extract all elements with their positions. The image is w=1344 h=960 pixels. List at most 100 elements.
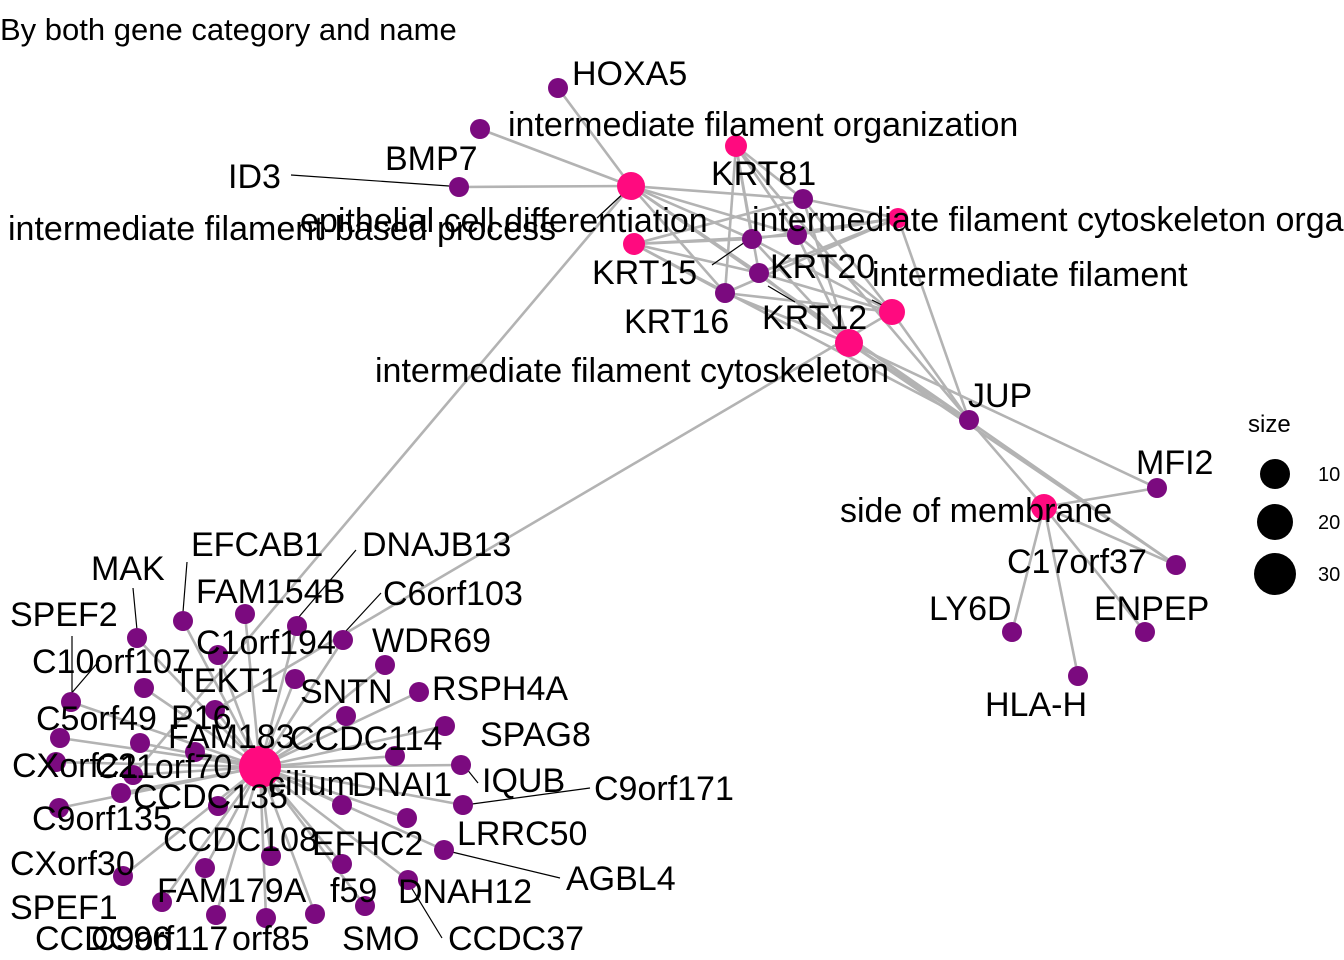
gene-node-ly6d bbox=[1002, 622, 1022, 642]
edge-intermediate-filament-cytoskeleton-krt20 bbox=[758, 271, 850, 345]
category-label-side-of-membrane: side of membrane bbox=[840, 492, 1112, 530]
gene-label-ly6d: LY6D bbox=[929, 590, 1012, 628]
gene-node-c10orf107 bbox=[134, 678, 154, 698]
gene-node-mak bbox=[127, 628, 147, 648]
gene-node-krt12 bbox=[787, 225, 807, 245]
legend-label-30: 30 bbox=[1318, 564, 1340, 586]
gene-label-enpep: ENPEP bbox=[1094, 590, 1209, 628]
leader-dnajb13 bbox=[297, 549, 357, 619]
leader-agbl4 bbox=[451, 851, 561, 879]
gene-label-lrrc50: LRRC50 bbox=[457, 815, 587, 853]
edge-intermediate-filament-based-process-krt20 bbox=[633, 242, 760, 275]
gene-label-f59: f59 bbox=[330, 872, 377, 910]
gene-label-c17orf37: C17orf37 bbox=[1007, 543, 1147, 581]
category-node-epithelial-cell-differentiation bbox=[617, 172, 645, 200]
edge-side-of-membrane-enpep bbox=[1042, 506, 1147, 633]
edge-side-of-membrane-c17orf37 bbox=[1043, 505, 1177, 567]
category-node-intermediate-filament bbox=[879, 299, 905, 325]
gene-label-krt20: KRT20 bbox=[770, 248, 875, 286]
gene-label-fam183: FAM183 bbox=[168, 718, 295, 756]
category-label-intermediate-filament-cytoskeleton-organization: intermediate filament cytoskeleton organ… bbox=[752, 201, 1344, 239]
gene-label-c10orf107: C10orf107 bbox=[32, 643, 191, 681]
leader-c9orf171 bbox=[471, 787, 591, 805]
legend-label-20: 20 bbox=[1318, 512, 1340, 534]
category-label-intermediate-filament-cytoskeleton: intermediate filament cytoskeleton bbox=[375, 352, 889, 390]
legend-title: size bbox=[1248, 411, 1291, 438]
gene-node-sntn bbox=[285, 669, 305, 689]
gene-label-c9orf135: C9orf135 bbox=[32, 800, 172, 838]
gene-node-lrrc50 bbox=[397, 808, 417, 828]
network-nodes bbox=[46, 78, 1186, 928]
label-leader-lines bbox=[69, 174, 889, 939]
category-node-intermediate-filament-organization bbox=[725, 135, 747, 157]
gene-label-dnai1: DNAI1 bbox=[352, 766, 452, 804]
gene-label-efcab1: EFCAB1 bbox=[191, 526, 323, 564]
gene-node-krt81 bbox=[793, 189, 813, 209]
category-label-cilium: cilium bbox=[268, 765, 355, 803]
gene-label-fam179a: FAM179A bbox=[157, 872, 307, 910]
edge-side-of-membrane-ly6d bbox=[1010, 506, 1046, 633]
size-legend: size 10 20 30 bbox=[1248, 411, 1340, 595]
edge-cilium-smo bbox=[258, 766, 367, 907]
legend-dot-30 bbox=[1254, 553, 1296, 595]
leader-ccdc37 bbox=[410, 886, 443, 939]
gene-node-ccdc135 bbox=[111, 783, 131, 803]
edge-cilium-efcab1 bbox=[181, 620, 262, 768]
gene-node-p16 bbox=[130, 733, 150, 753]
gene-label-orf85: orf85 bbox=[232, 920, 310, 958]
category-node-intermediate-filament-based-process bbox=[623, 233, 645, 255]
edge-cilium-spef1 bbox=[160, 766, 262, 903]
gene-label-spef1: SPEF1 bbox=[10, 889, 118, 927]
gene-node-iqub bbox=[451, 755, 471, 775]
leader-krt15 bbox=[711, 239, 749, 266]
gene-node-spef2 bbox=[61, 692, 81, 712]
edge-cilium-dnajb13 bbox=[258, 625, 299, 768]
edge-intermediate-filament-tekt1 bbox=[214, 310, 893, 712]
leader-id3 bbox=[290, 174, 450, 187]
category-node-intermediate-filament-cytoskeleton bbox=[835, 329, 863, 357]
gene-node-id3 bbox=[449, 177, 469, 197]
gene-label-fam154b: FAM154B bbox=[196, 573, 345, 611]
edge-intermediate-filament-krt81 bbox=[801, 198, 894, 313]
gene-node-fam179a bbox=[195, 858, 215, 878]
gene-node-f59 bbox=[261, 846, 281, 866]
gene-label-bmp7: BMP7 bbox=[385, 140, 478, 178]
gene-label-mak: MAK bbox=[91, 550, 165, 588]
gene-label-sntn: SNTN bbox=[300, 673, 393, 711]
edge-intermediate-filament-jup bbox=[890, 311, 971, 421]
gene-label-ccdc108: CCDC108 bbox=[163, 821, 318, 859]
gene-node-wdr69 bbox=[375, 655, 395, 675]
gene-label-rsph4a: RSPH4A bbox=[432, 670, 568, 708]
edge-intermediate-filament-krt15 bbox=[751, 237, 893, 314]
category-node-intermediate-filament-cytoskeleton-organization bbox=[888, 208, 908, 228]
network-edges bbox=[55, 87, 1177, 919]
gene-node-hoxa5 bbox=[548, 78, 568, 98]
edge-cilium-c5orf49 bbox=[59, 736, 261, 769]
gene-label-dnah12: DNAH12 bbox=[398, 873, 532, 911]
edge-intermediate-filament-cytoskeleton-krt12 bbox=[795, 234, 851, 344]
edge-cilium-cxorf22 bbox=[55, 760, 261, 769]
edge-cilium-rsph4a bbox=[259, 690, 420, 769]
gene-node-fam154b bbox=[235, 604, 255, 624]
edge-cilium-agbl4 bbox=[259, 765, 445, 852]
gene-node-ccdc108 bbox=[208, 796, 228, 816]
gene-label-krt16: KRT16 bbox=[624, 303, 729, 341]
leader-c10orf107 bbox=[69, 659, 101, 696]
gene-node-krt15 bbox=[742, 229, 762, 249]
edge-side-of-membrane-jup bbox=[968, 419, 1045, 508]
gene-node-rsph4a bbox=[409, 682, 429, 702]
gene-node-dnajb13 bbox=[287, 616, 307, 636]
gene-node-cxorf22 bbox=[46, 752, 66, 772]
plot-title: By both gene category and name bbox=[0, 12, 457, 47]
edge-intermediate-filament-organization-jup bbox=[735, 145, 970, 421]
gene-node-hla-h bbox=[1068, 666, 1088, 686]
legend-dot-10 bbox=[1260, 459, 1290, 489]
edge-cilium-ccdc96 bbox=[214, 766, 262, 916]
gene-node-krt16 bbox=[715, 283, 735, 303]
category-node-side-of-membrane bbox=[1031, 494, 1057, 520]
gene-node-c5orf49 bbox=[50, 728, 70, 748]
edge-cilium-lrrc50 bbox=[259, 765, 408, 820]
gene-label-cxorf30: CXorf30 bbox=[10, 845, 135, 883]
gene-node-smo bbox=[355, 896, 375, 916]
edge-cilium-cxorf30 bbox=[122, 765, 261, 878]
